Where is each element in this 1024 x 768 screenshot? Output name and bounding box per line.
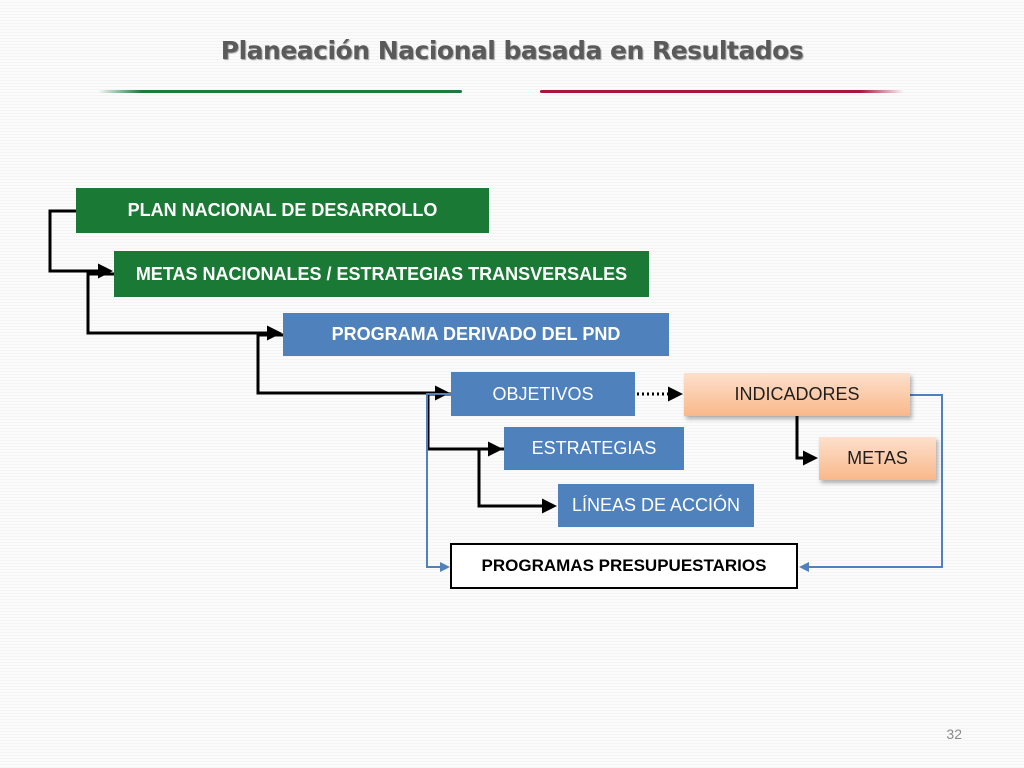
objetivos-box: OBJETIVOS — [451, 372, 635, 416]
objetivos-label: OBJETIVOS — [492, 383, 594, 404]
connector-programa-to-objetivos — [256, 333, 450, 401]
lineas-accion-box: LÍNEAS DE ACCIÓN — [558, 484, 754, 527]
page-number: 32 — [946, 726, 962, 742]
title-underline-green — [98, 90, 462, 93]
estrategias-box: ESTRATEGIAS — [504, 427, 684, 470]
title-underline-red — [540, 90, 904, 93]
metas-label: METAS — [847, 448, 908, 468]
lineas-accion-label: LÍNEAS DE ACCIÓN — [571, 495, 741, 515]
indicadores-box: INDICADORES — [684, 373, 910, 416]
programa-derivado-label: PROGRAMA DERIVADO DEL PND — [331, 324, 621, 344]
plan-nacional-label: PLAN NACIONAL DE DESARROLLO — [127, 200, 438, 220]
slide-title: Planeación Nacional basada en Resultados — [220, 36, 804, 65]
connector-metas-to-programa — [86, 272, 282, 341]
connector-estrategias-to-lineas — [477, 447, 557, 514]
metas-box: METAS — [819, 437, 936, 480]
programas-presupuestarios-label: PROGRAMAS PRESUPUESTARIOS — [481, 556, 767, 575]
connector-plan-to-metas — [48, 209, 113, 279]
connector-objetivos-to-programas — [426, 393, 451, 572]
estrategias-label: ESTRATEGIAS — [531, 438, 657, 458]
metas-nacionales-label: METAS NACIONALES / ESTRATEGIAS TRANSVERS… — [135, 263, 628, 284]
connector-indicadores-to-metas — [795, 416, 818, 466]
plan-nacional-box: PLAN NACIONAL DE DESARROLLO — [76, 188, 489, 233]
connector-indicadores-to-programas — [799, 394, 943, 572]
indicadores-label: INDICADORES — [734, 384, 860, 404]
programa-derivado-box: PROGRAMA DERIVADO DEL PND — [283, 313, 669, 356]
programas-presupuestarios-box: PROGRAMAS PRESUPUESTARIOS — [450, 543, 798, 589]
metas-nacionales-box: METAS NACIONALES / ESTRATEGIAS TRANSVERS… — [114, 251, 649, 297]
